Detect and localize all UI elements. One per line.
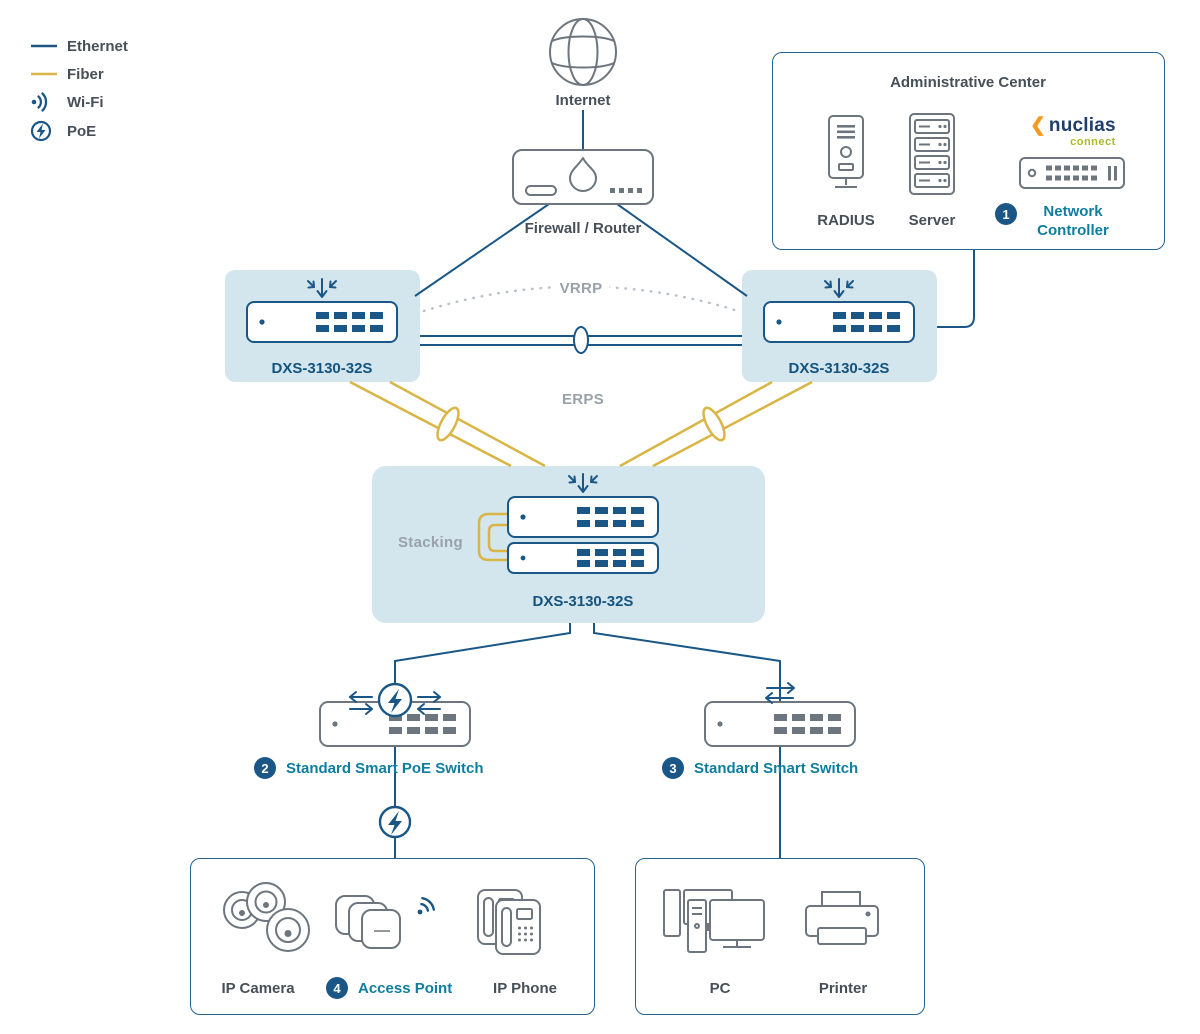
legend-item-poe: PoE (30, 120, 128, 142)
network-controller-icon (1019, 157, 1125, 189)
nuclias-connect-text: connect (1070, 136, 1116, 148)
server-label: Server (908, 212, 956, 229)
fiber-left-1 (349, 380, 512, 468)
poe-switch-icon (319, 682, 471, 747)
server-rack-icon (909, 113, 955, 195)
access-point-label: Access Point (358, 979, 453, 997)
poe-switch-label-row: 2 Standard Smart PoE Switch (254, 757, 484, 779)
poe-icon (30, 120, 52, 142)
core-right-label: DXS-3130-32S (788, 360, 890, 377)
ethernet-line-icon (31, 44, 57, 48)
stack-label: DXS-3130-32S (532, 593, 634, 610)
step-badge-3: 3 (662, 757, 684, 779)
lightning-icon (388, 689, 402, 713)
flame-icon (569, 157, 597, 192)
poe-power-icon (378, 805, 412, 839)
erps-label: ERPS (561, 391, 605, 408)
fiber-ring-right-icon (702, 406, 726, 442)
fiber-line-icon (31, 72, 57, 76)
fiber-links (349, 380, 813, 468)
firewall-label: Firewall / Router (524, 220, 642, 237)
wifi-waves-icon (417, 897, 435, 915)
legend-label: PoE (67, 122, 97, 140)
fiber-left-2 (389, 380, 546, 468)
step-badge-4: 4 (326, 977, 348, 999)
link-stack-smart-switch (593, 623, 781, 702)
nuclias-connect-logo: ❮ nuclias connect (1030, 116, 1116, 148)
stacking-label: Stacking (398, 534, 463, 551)
wifi-icon (31, 92, 48, 112)
vrrp-label: VRRP (552, 280, 610, 297)
aggregation-arrows-icon (307, 278, 337, 298)
firewall-router-icon (512, 149, 654, 205)
step-badge-1: 1 (995, 203, 1017, 225)
radius-label: RADIUS (817, 212, 875, 229)
internet-label: Internet (555, 92, 611, 109)
legend-item-wifi: Wi-Fi (30, 92, 128, 112)
aggregation-arrows-icon (824, 278, 854, 298)
stack-switch-bottom-icon (507, 542, 659, 574)
link-firewall-core-right (616, 203, 748, 297)
ip-camera-icon (223, 882, 310, 952)
smart-switch-label-row: 3 Standard Smart Switch (662, 757, 858, 779)
stack-switch-top-icon (507, 496, 659, 538)
traffic-arrows-icon (765, 682, 795, 704)
client-devices-box (635, 858, 925, 1015)
core-left-label: DXS-3130-32S (271, 360, 373, 377)
admin-center-title: Administrative Center (890, 74, 1046, 91)
network-controller-label: Network Controller (1037, 203, 1109, 239)
nuclias-brand-text: nuclias (1048, 115, 1116, 136)
stacking-cable-icon (477, 512, 514, 562)
access-point-icon (335, 895, 435, 949)
link-firewall-core-left (414, 203, 550, 297)
ip-camera-label: IP Camera (221, 980, 295, 997)
ip-phone-icon (477, 889, 541, 955)
pc-label: PC (709, 980, 731, 997)
legend-label: Ethernet (67, 37, 128, 55)
legend-item-ethernet: Ethernet (30, 36, 128, 56)
lightning-icon (388, 811, 402, 835)
smart-switch-label: Standard Smart Switch (694, 759, 859, 777)
link-core-right-admin (937, 250, 975, 328)
internet-globe-icon (549, 18, 617, 86)
fiber-right-2 (619, 380, 773, 468)
core-switch-right-icon (763, 301, 915, 343)
core-switch-left-icon (246, 301, 398, 343)
traffic-arrows-icon (349, 691, 441, 715)
pc-icon (663, 889, 765, 953)
ethernet-links (394, 110, 975, 858)
printer-label: Printer (818, 980, 868, 997)
smart-switch-icon (704, 682, 856, 747)
printer-icon (805, 891, 879, 945)
fiber-right-1 (652, 380, 813, 468)
link-stack-poe-switch (394, 623, 571, 702)
nuclias-chevron-icon: ❮ (1030, 115, 1046, 136)
legend-label: Fiber (67, 65, 104, 83)
legend-item-fiber: Fiber (30, 64, 128, 84)
controller-label-row: 1 Network Controller (995, 203, 1119, 241)
step-badge-2: 2 (254, 757, 276, 779)
legend-label: Wi-Fi (67, 93, 104, 111)
fiber-ring-left-icon (436, 406, 460, 442)
ip-phone-label: IP Phone (493, 980, 557, 997)
legend: Ethernet Fiber Wi-Fi PoE (30, 36, 128, 142)
erps-ring-icon (573, 326, 589, 354)
access-point-label-row: 4 Access Point (326, 977, 452, 999)
poe-switch-label: Standard Smart PoE Switch (286, 759, 484, 777)
radius-server-icon (828, 115, 864, 188)
vrrp-arc (422, 285, 740, 313)
aggregation-arrows-icon (568, 473, 598, 493)
